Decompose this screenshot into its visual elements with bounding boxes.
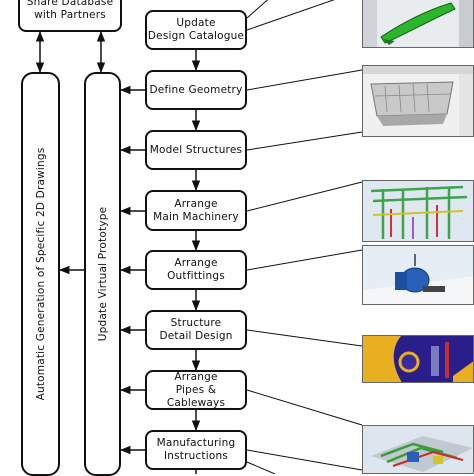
virtual-prototype-label: Update Virtual Prototype xyxy=(96,206,109,342)
step-structure-detail-design: Structure Detail Design xyxy=(145,310,247,350)
outfitting-image xyxy=(363,254,473,304)
step-manufacturing-instructions: Manufacturing Instructions xyxy=(145,430,247,470)
thumb-connector xyxy=(246,0,269,19)
virtual-prototype-box: Update Virtual Prototype xyxy=(84,72,121,476)
step-arrange-outfittings: Arrange Outfittings xyxy=(145,250,247,290)
step-label: Manufacturing Instructions xyxy=(156,437,236,462)
structure-model-image xyxy=(370,185,468,239)
step-label: Structure Detail Design xyxy=(159,317,233,342)
step-define-geometry: Define Geometry xyxy=(145,70,247,110)
thumb-connector xyxy=(246,449,363,471)
thumb-connector xyxy=(246,131,363,151)
step-arrange-main-machinery: Arrange Main Machinery xyxy=(145,190,247,231)
structure-model-thumbnail xyxy=(362,180,474,242)
thumb-connector xyxy=(246,181,363,212)
step-label: Model Structures xyxy=(149,143,243,156)
outfitting-thumbnail xyxy=(362,245,474,305)
structure-detail-image xyxy=(363,336,473,382)
thumb-connector xyxy=(246,461,276,474)
thumb-connector xyxy=(246,69,363,91)
thumb-connector xyxy=(246,329,363,347)
share-database-box: Share Database with Partners xyxy=(18,0,122,32)
drawings-generation-box: Automatic Generation of Specific 2D Draw… xyxy=(21,72,60,476)
pipes-cableways-thumbnail xyxy=(362,425,474,474)
thumb-connector xyxy=(246,0,335,31)
pipes-cableways-image xyxy=(371,436,473,472)
step-model-structures: Model Structures xyxy=(145,130,247,170)
step-arrange-pipes-cableways: Arrange Pipes & Cableways xyxy=(145,370,247,410)
hull-geometry-thumbnail xyxy=(362,65,474,137)
ship-hull-thumbnail xyxy=(362,0,474,48)
step-label: Arrange Pipes & Cableways xyxy=(166,370,226,409)
step-label: Arrange Main Machinery xyxy=(153,197,239,223)
step-label: Arrange Outfittings xyxy=(167,257,225,282)
step-label: Update Design Catalogue xyxy=(147,17,245,42)
thumb-connector xyxy=(246,249,363,271)
drawings-generation-label: Automatic Generation of Specific 2D Draw… xyxy=(34,147,47,401)
structure-detail-thumbnail xyxy=(362,335,474,383)
step-update-design-catalogue: Update Design Catalogue xyxy=(145,10,247,50)
hull-geometry-image xyxy=(363,66,473,136)
ship-hull-image xyxy=(363,0,473,47)
step-label: Define Geometry xyxy=(149,83,243,96)
share-database-label: Share Database with Partners xyxy=(26,0,114,21)
thumb-connector xyxy=(246,389,363,426)
